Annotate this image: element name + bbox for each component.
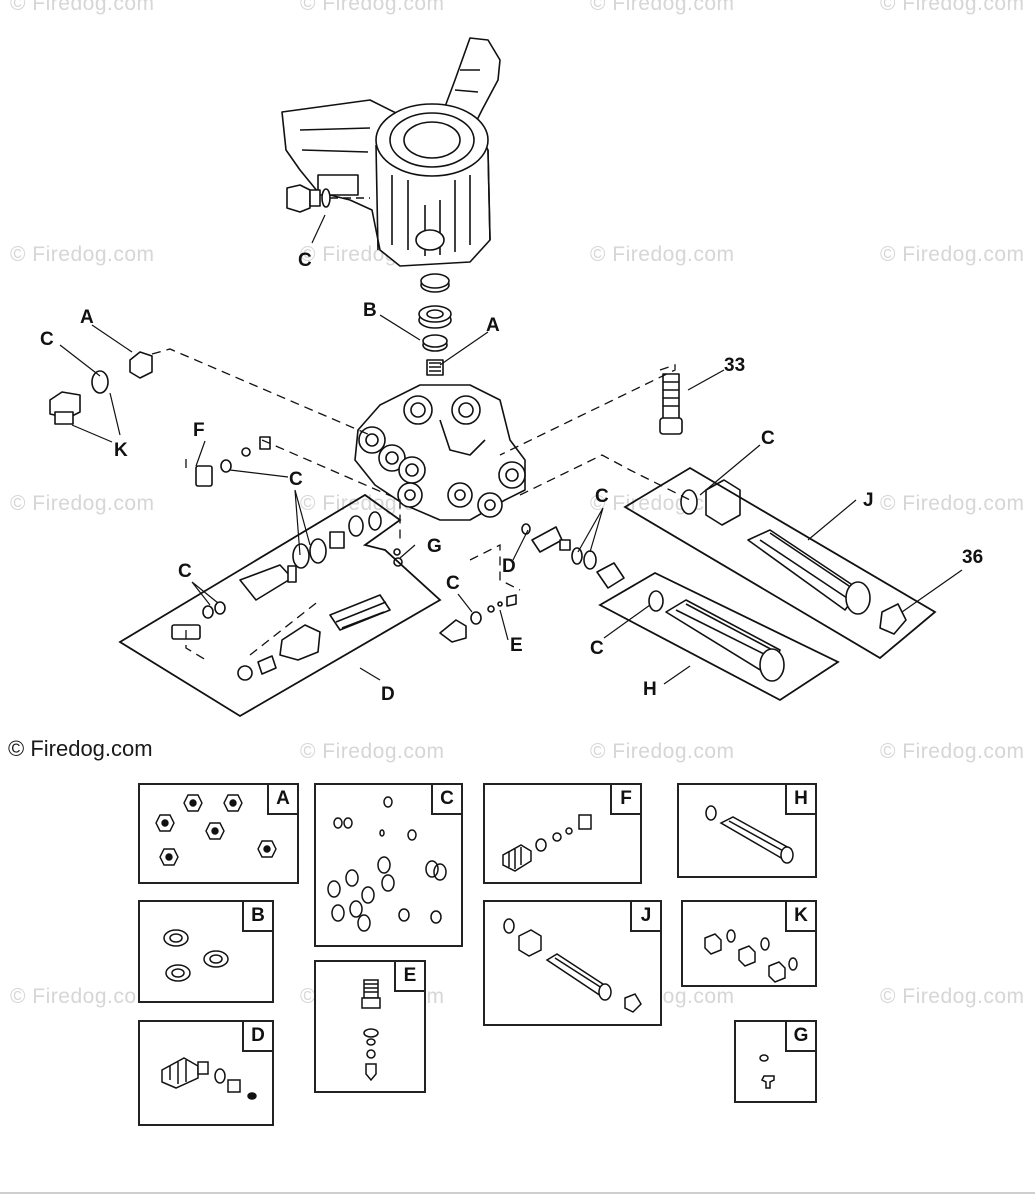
kit-tag-j: J xyxy=(630,900,662,932)
kit-tag-h: H xyxy=(785,783,817,815)
watermark: © Firedog.com xyxy=(10,492,155,515)
kit-box-a: A xyxy=(138,783,299,884)
callout-c-left: C xyxy=(40,329,54,350)
seal-stack xyxy=(418,273,452,376)
callout-c-lower: C xyxy=(178,561,192,582)
callout-a-left: A xyxy=(80,307,94,328)
watermark: © Firedog.com xyxy=(880,0,1025,15)
kit-box-k: K xyxy=(681,900,817,987)
callout-h: H xyxy=(643,679,657,700)
motor-housing xyxy=(281,37,501,267)
callout-d-right: D xyxy=(502,556,516,577)
kit-box-c: C xyxy=(314,783,463,947)
kit-j-parts xyxy=(503,918,642,1013)
pump-manifold xyxy=(354,384,526,521)
bottom-divider xyxy=(0,1192,1035,1194)
watermark: © Firedog.com xyxy=(880,243,1025,266)
callout-d-left: D xyxy=(381,684,395,705)
h-group xyxy=(648,590,785,682)
watermark: © Firedog.com xyxy=(590,0,735,15)
callout-e: E xyxy=(510,635,523,656)
callout-c-j: C xyxy=(761,428,775,449)
kit-box-d: D xyxy=(138,1020,274,1126)
kit-e-parts xyxy=(361,979,381,1082)
copyright-notice: © Firedog.com xyxy=(8,736,153,761)
callout-k: K xyxy=(114,440,128,461)
kit-tag-c: C xyxy=(431,783,463,815)
kit-f-parts xyxy=(502,814,592,872)
kit-k-parts xyxy=(704,929,798,983)
callout-33: 33 xyxy=(724,355,746,376)
kit-tag-b: B xyxy=(242,900,274,932)
d-group-right xyxy=(521,523,625,589)
callout-c-mid: C xyxy=(289,469,303,490)
watermark: © Firedog.com xyxy=(590,492,735,515)
kit-g-parts xyxy=(759,1054,775,1089)
exploded-pump-diagram xyxy=(49,37,963,718)
kit-tag-k: K xyxy=(785,900,817,932)
callout-c-housing: C xyxy=(298,250,312,271)
kit-box-j: J xyxy=(483,900,662,1026)
watermark: © Firedog.com xyxy=(10,243,155,266)
watermark: © Firedog.com xyxy=(300,740,445,763)
watermark: © Firedog.com xyxy=(880,985,1025,1008)
callout-j: J xyxy=(863,490,874,511)
e-group xyxy=(439,594,517,643)
kit-b-parts xyxy=(163,929,229,982)
callout-f: F xyxy=(193,420,205,441)
kit-tag-e: E xyxy=(394,960,426,992)
watermark: © Firedog.com xyxy=(300,0,445,15)
kit-box-e: E xyxy=(314,960,426,1093)
callout-c-right: C xyxy=(595,486,609,507)
kit-c-parts xyxy=(327,796,447,932)
j-group xyxy=(680,479,907,635)
d-group-left xyxy=(171,511,391,681)
callout-b: B xyxy=(363,300,377,321)
kit-tag-a: A xyxy=(267,783,299,815)
kit-tag-g: G xyxy=(785,1020,817,1052)
kit-tag-d: D xyxy=(242,1020,274,1052)
housing-plug xyxy=(286,184,370,213)
watermark: © Firedog.com xyxy=(10,0,155,15)
callout-c-h: C xyxy=(590,638,604,659)
left-fittings xyxy=(49,351,153,425)
kit-box-g: G xyxy=(734,1020,817,1103)
callout-c-e: C xyxy=(446,573,460,594)
watermark: © Firedog.com xyxy=(10,985,155,1008)
watermark: © Firedog.com xyxy=(590,740,735,763)
kit-d-parts xyxy=(161,1057,257,1100)
watermark: © Firedog.com xyxy=(590,243,735,266)
kit-a-parts xyxy=(155,794,277,866)
kit-h-parts xyxy=(705,805,794,864)
callout-a-center: A xyxy=(486,315,500,336)
kit-box-f: F xyxy=(483,783,642,884)
watermark: © Firedog.com xyxy=(880,492,1025,515)
f-group xyxy=(195,436,271,487)
kit-box-h: H xyxy=(677,783,817,878)
callout-36: 36 xyxy=(962,547,984,568)
bolt-33 xyxy=(659,373,683,435)
callout-g: G xyxy=(427,536,442,557)
watermark: © Firedog.com xyxy=(880,740,1025,763)
kit-box-b: B xyxy=(138,900,274,1003)
kit-tag-f: F xyxy=(610,783,642,815)
